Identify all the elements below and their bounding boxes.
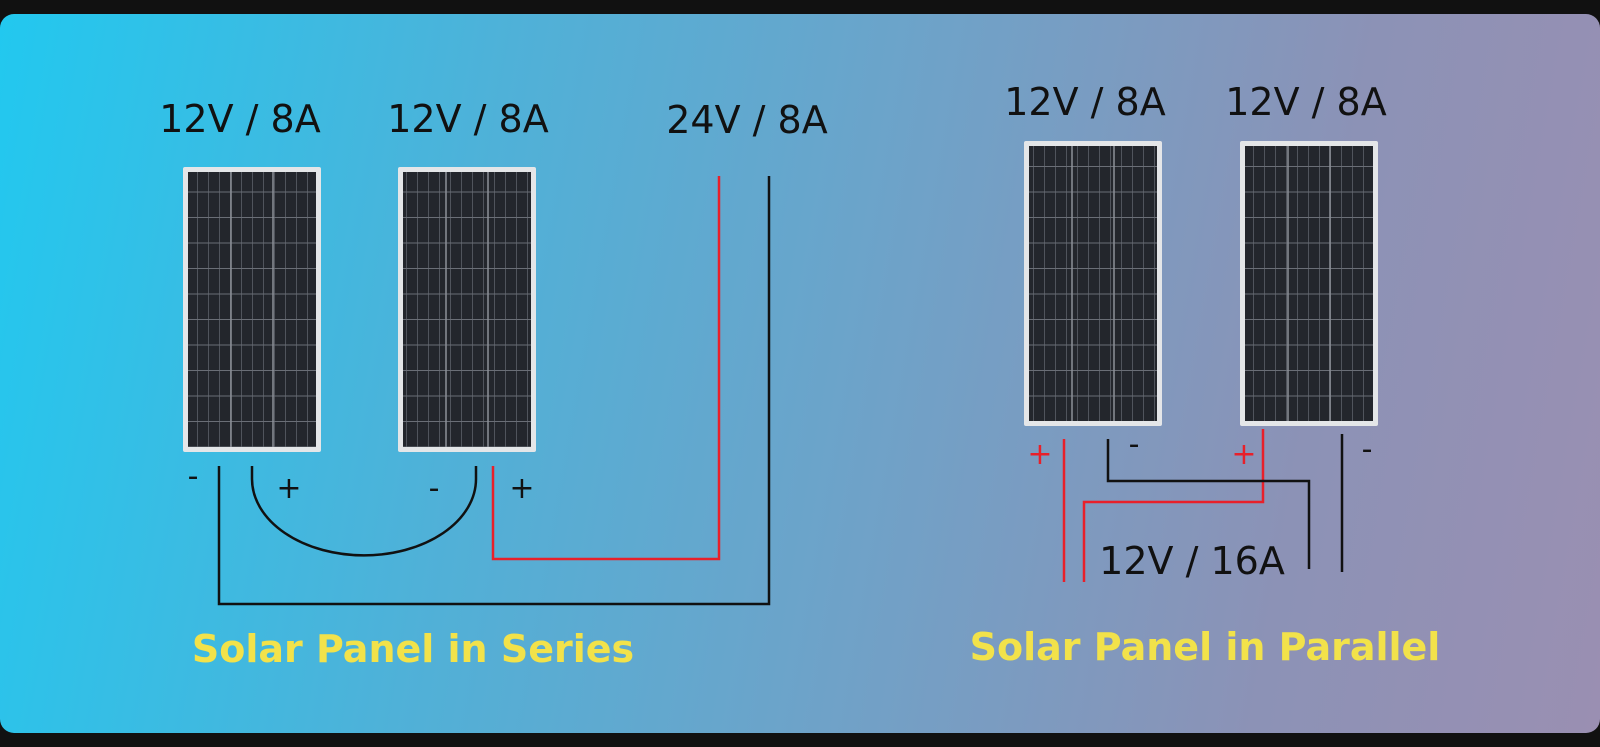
series-panel-1-minus-label: -	[188, 459, 199, 494]
parallel-panel-1-minus-label: -	[1129, 427, 1140, 462]
parallel-panel-1	[1024, 141, 1162, 426]
parallel-panel-2-plus-label: +	[1231, 437, 1256, 472]
series-positive-wire	[491, 176, 721, 561]
series-panel-2	[398, 167, 536, 452]
series-panel-1-plus-label: +	[276, 471, 301, 506]
series-panel-2-minus-label: -	[429, 471, 440, 506]
series-negative-wire	[217, 176, 771, 606]
series-panel-1	[183, 167, 321, 452]
series-panel-1-rating: 12V / 8A	[159, 97, 320, 141]
parallel-positive-jumper-wire	[1082, 429, 1265, 582]
parallel-panel-1-rating: 12V / 8A	[1004, 80, 1165, 124]
diagram-canvas: 12V / 8A 12V / 8A 24V / 8A - + - + Solar…	[0, 14, 1600, 733]
parallel-panel-1-plus-label: +	[1027, 437, 1052, 472]
parallel-panel-2-rating: 12V / 8A	[1225, 80, 1386, 124]
parallel-output-rating: 12V / 16A	[1099, 539, 1285, 583]
parallel-title: Solar Panel in Parallel	[970, 625, 1441, 669]
series-output-rating: 24V / 8A	[666, 98, 827, 142]
series-panel-2-plus-label: +	[509, 471, 534, 506]
series-title: Solar Panel in Series	[192, 627, 634, 671]
parallel-panel-2	[1240, 141, 1378, 426]
series-jumper-wire	[250, 466, 478, 557]
wiring-diagram: 12V / 8A 12V / 8A 24V / 8A - + - + Solar…	[159, 80, 1441, 671]
parallel-panel-2-minus-label: -	[1362, 432, 1373, 467]
series-panel-2-rating: 12V / 8A	[387, 97, 548, 141]
parallel-negative-jumper-wire	[1106, 439, 1311, 569]
